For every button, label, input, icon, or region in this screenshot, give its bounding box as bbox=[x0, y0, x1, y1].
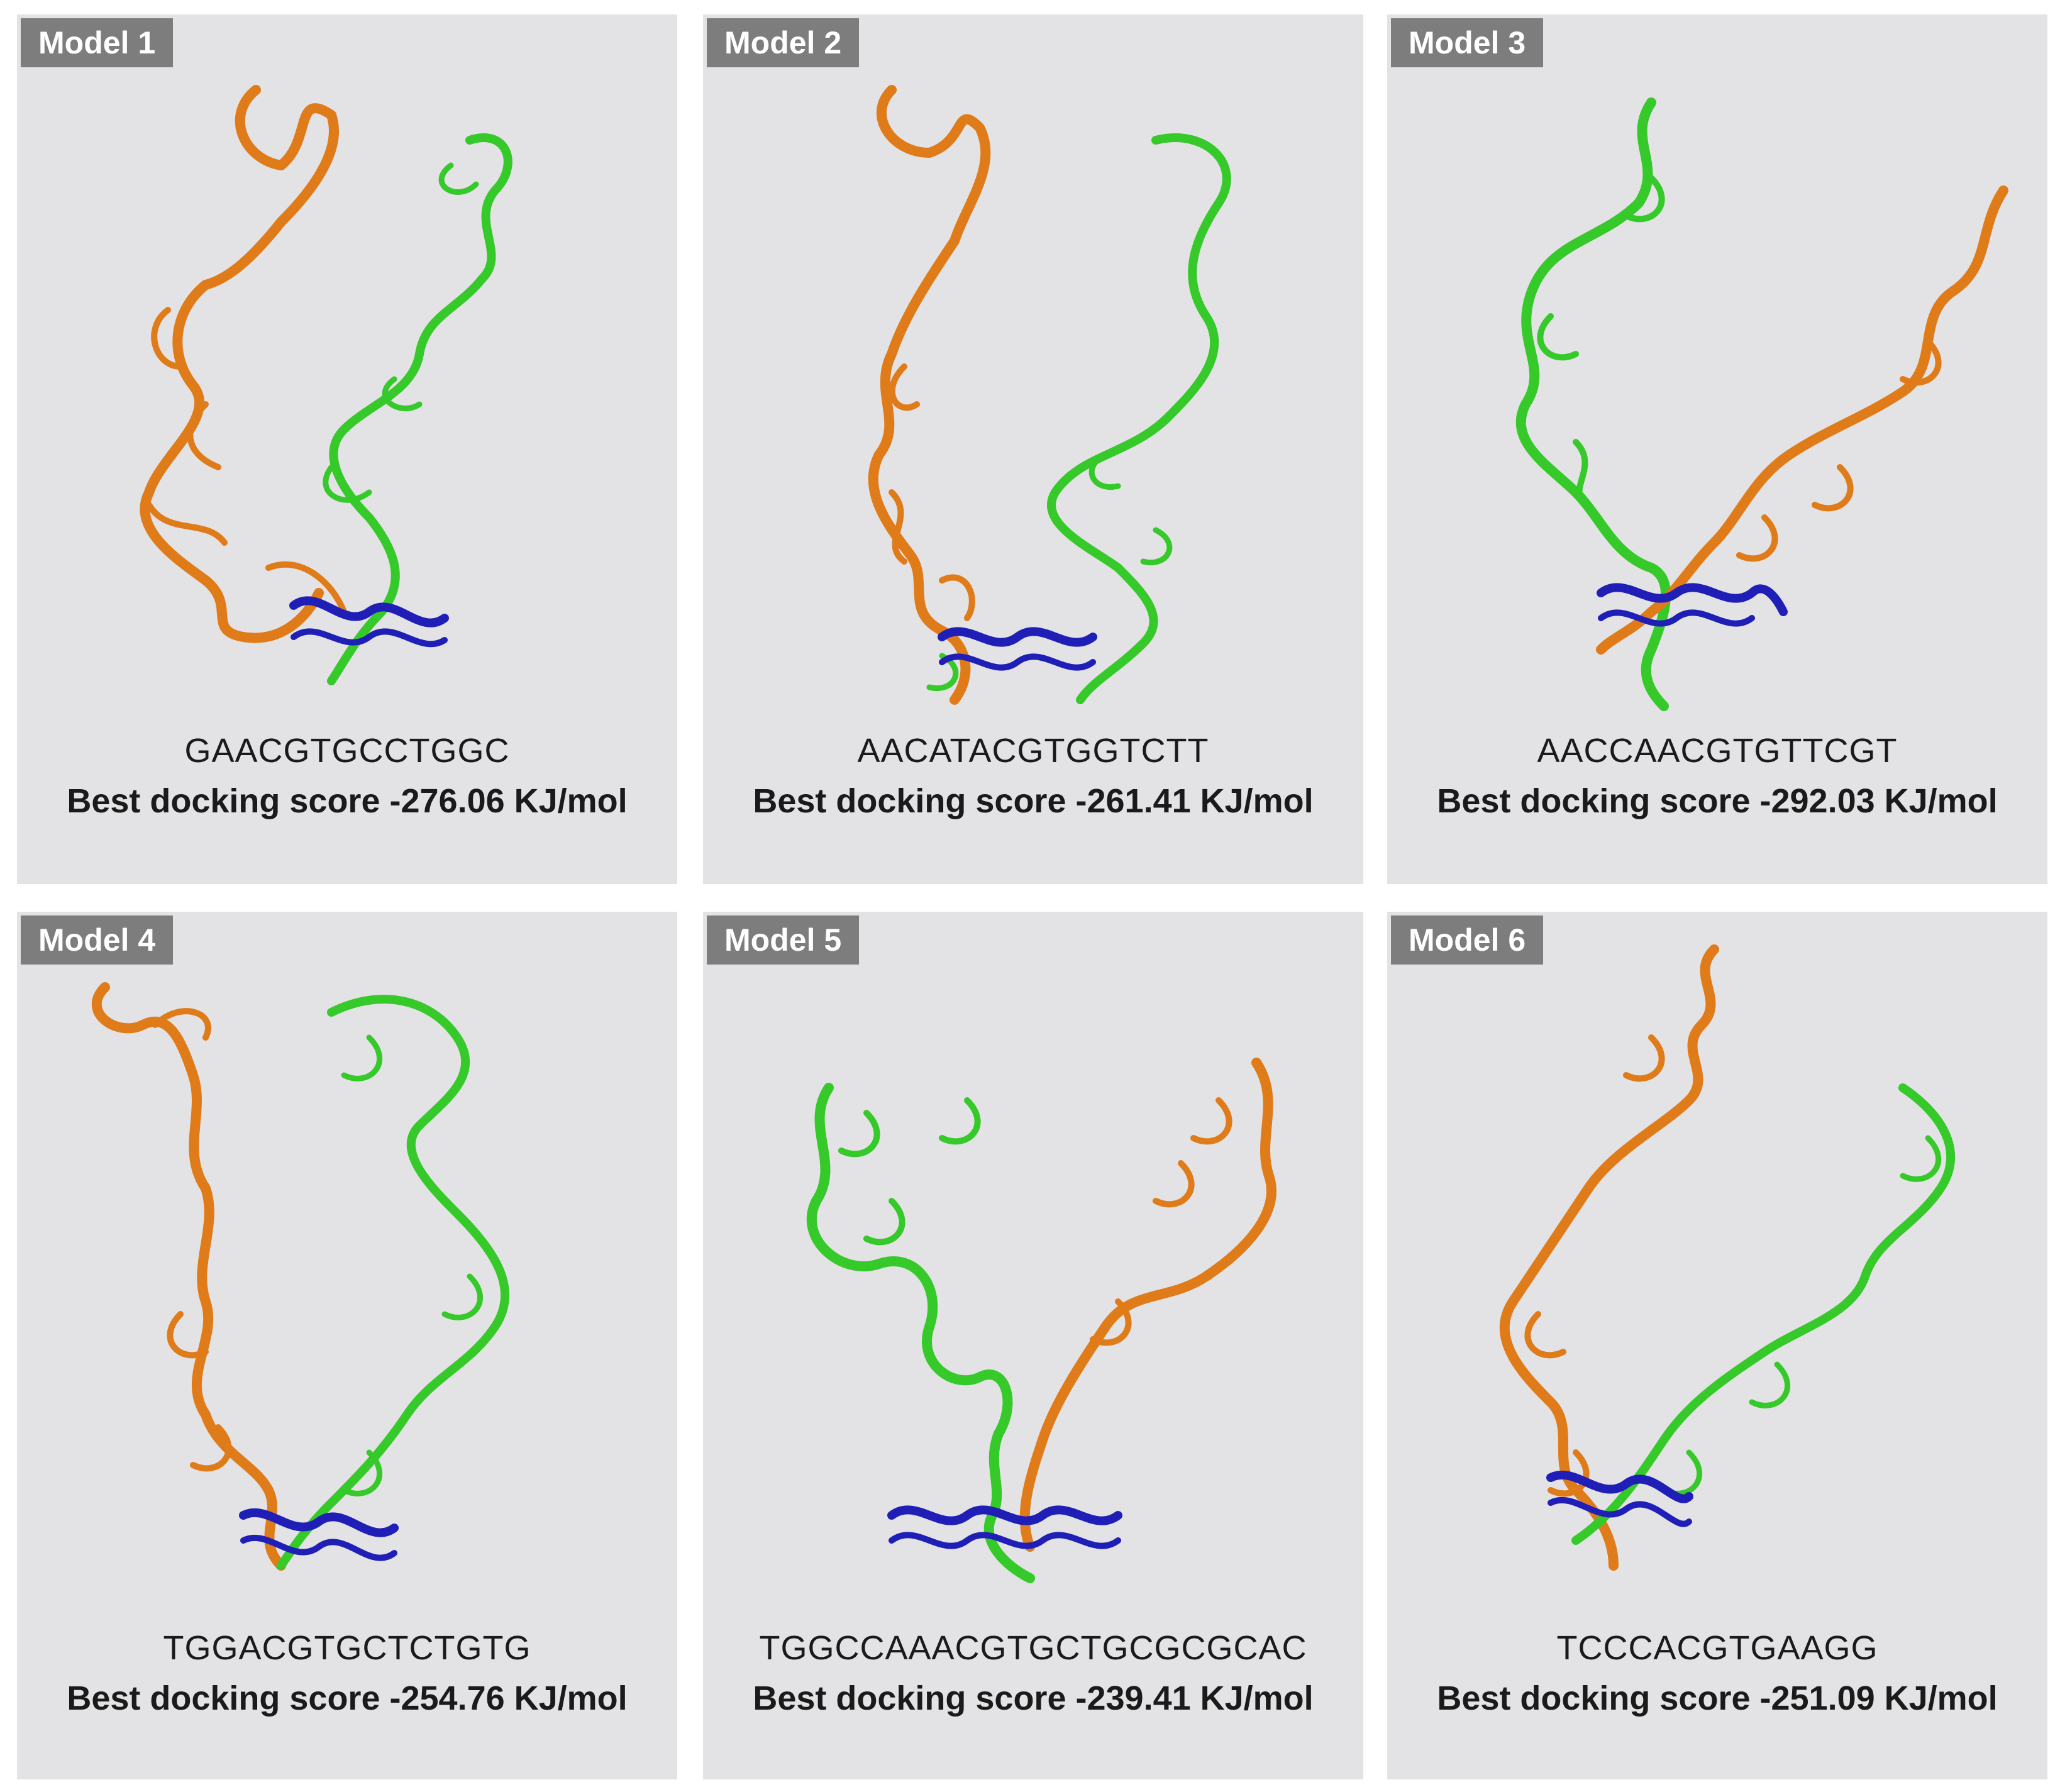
docking-score: Best docking score -292.03 KJ/mol bbox=[1437, 782, 1998, 820]
protein-dna-structure-5 bbox=[807, 1058, 1276, 1583]
docking-score: Best docking score -254.76 KJ/mol bbox=[67, 1679, 628, 1717]
model-label: Model 2 bbox=[707, 18, 860, 67]
dna-sequence: AACATACGTGGTCTT bbox=[857, 732, 1209, 770]
model-label: Model 5 bbox=[707, 915, 860, 965]
protein-dna-structure-3 bbox=[1515, 97, 2008, 711]
model-panel-4: Model 4 TGGACGTGCTCTGTG Best docking sco… bbox=[17, 912, 677, 1779]
protein-dna-structure-2 bbox=[868, 85, 1231, 705]
docking-score: Best docking score -261.41 KJ/mol bbox=[753, 782, 1314, 820]
model-label: Model 3 bbox=[1391, 18, 1544, 67]
model-panel-6: Model 6 TCCCACGTGAAGG Best docking score… bbox=[1387, 912, 2047, 1779]
dna-sequence: TGGCCAAACGTGCTGCGCGCAC bbox=[759, 1629, 1307, 1667]
model-label: Model 1 bbox=[21, 18, 174, 67]
model-label: Model 6 bbox=[1391, 915, 1544, 965]
model-panel-3: Model 3 AACCAACGTGTTCGT Best docking sco… bbox=[1387, 14, 2047, 884]
model-label: Model 4 bbox=[21, 915, 174, 965]
dna-sequence: AACCAACGTGTTCGT bbox=[1537, 732, 1898, 770]
dna-sequence: TCCCACGTGAAGG bbox=[1556, 1629, 1878, 1667]
model-panel-2: Model 2 AACATACGTGGTCTT Best docking sco… bbox=[703, 14, 1363, 884]
model-panel-1: Model 1 GAACGTGCCTGGC Best docking score… bbox=[17, 14, 677, 884]
protein-dna-structure-1 bbox=[140, 85, 512, 685]
protein-dna-structure-4 bbox=[91, 982, 509, 1571]
docking-score: Best docking score -251.09 KJ/mol bbox=[1437, 1679, 1998, 1717]
docking-score: Best docking score -276.06 KJ/mol bbox=[67, 782, 628, 820]
protein-dna-structure-6 bbox=[1500, 944, 1956, 1571]
model-panel-5: Model 5 TGGCCAAACGTGCTGCGCGCAC Best dock… bbox=[703, 912, 1363, 1779]
dna-sequence: GAACGTGCCTGGC bbox=[184, 732, 510, 770]
docking-score: Best docking score -239.41 KJ/mol bbox=[753, 1679, 1314, 1717]
dna-sequence: TGGACGTGCTCTGTG bbox=[163, 1629, 531, 1667]
